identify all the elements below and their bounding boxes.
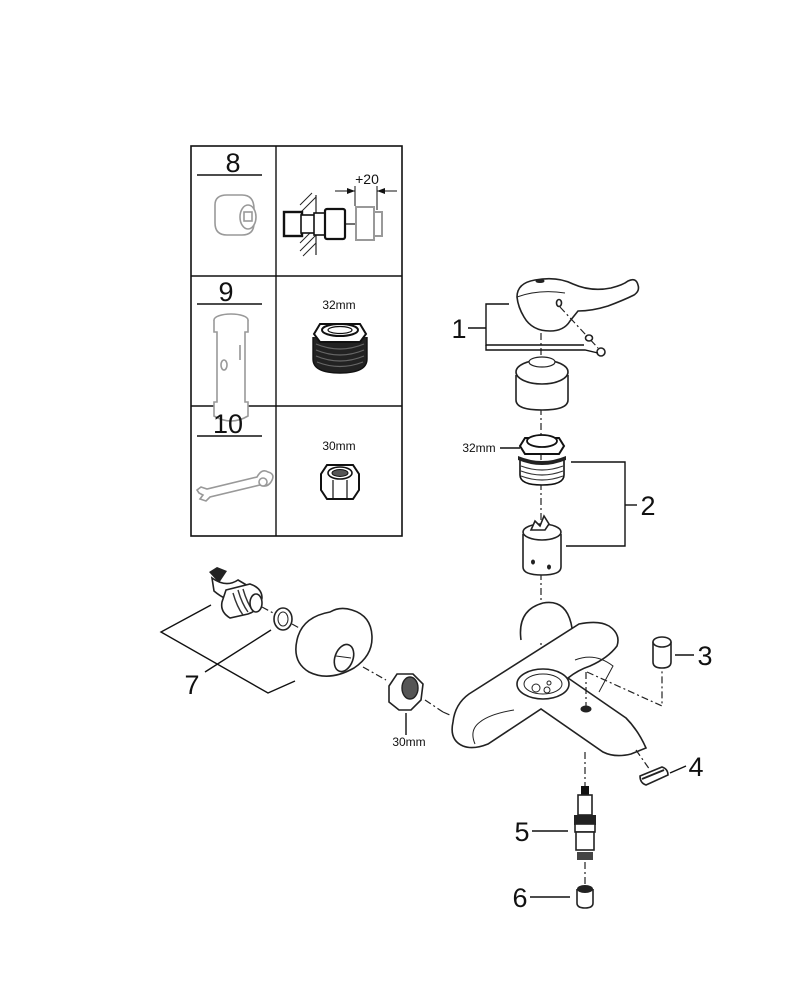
cartridge-icon bbox=[522, 514, 562, 576]
diverter-hole bbox=[580, 705, 592, 713]
callout-1-label: 1 bbox=[451, 314, 466, 344]
wrench-icon bbox=[195, 470, 274, 502]
table-row-9: 9 32mm bbox=[197, 277, 368, 422]
cover-sleeve-icon bbox=[515, 356, 569, 411]
set-screw-icon bbox=[596, 347, 606, 357]
accessory-table: 8 bbox=[190, 145, 403, 537]
union-nut-size-label: 30mm bbox=[392, 735, 425, 749]
lever-handle-icon bbox=[516, 277, 640, 332]
extension-piece-icon bbox=[214, 194, 257, 236]
callout-3-label: 3 bbox=[697, 641, 712, 671]
callout-2-bracket bbox=[566, 461, 626, 547]
aerator-axis bbox=[635, 749, 651, 771]
assembly-tool-sleeve-icon bbox=[213, 313, 249, 422]
cartridge-nut-icon bbox=[312, 323, 368, 374]
s-union-icon bbox=[209, 567, 263, 619]
part-number-9: 9 bbox=[218, 277, 233, 307]
callout-1-bracket bbox=[485, 303, 584, 346]
cartridge-nut-size-label: 32mm bbox=[322, 298, 355, 312]
rosette-icon bbox=[295, 607, 373, 677]
callout-7-label: 7 bbox=[184, 670, 199, 700]
extension-dimension-icon bbox=[282, 186, 397, 257]
table-row-8: 8 bbox=[197, 148, 397, 257]
callout-7-bracket bbox=[159, 604, 296, 694]
callout-5-label: 5 bbox=[514, 817, 529, 847]
callout-1-bracket bbox=[485, 345, 599, 354]
callout-4-leader bbox=[669, 765, 687, 774]
callout-2-label: 2 bbox=[640, 491, 655, 521]
cap-icon bbox=[652, 636, 672, 669]
cap-axis bbox=[586, 668, 663, 707]
diverter-valve-icon bbox=[574, 786, 596, 860]
callout-7-leader bbox=[204, 629, 272, 673]
aerator-icon bbox=[639, 766, 669, 786]
union-nut-icon bbox=[388, 673, 424, 711]
cartridge-nut-size-label: 32mm bbox=[462, 441, 495, 455]
faucet-body bbox=[442, 601, 648, 757]
set-screw-icon bbox=[584, 334, 594, 342]
valve-nut-icon bbox=[576, 885, 594, 909]
extension-dimension-label: +20 bbox=[355, 171, 379, 187]
callout-6-label: 6 bbox=[512, 883, 527, 913]
part-number-8: 8 bbox=[225, 148, 240, 178]
hex-nut-icon bbox=[320, 464, 360, 500]
s-union-assembly: 30mm 7 bbox=[159, 567, 444, 749]
cartridge-nut-icon bbox=[518, 434, 566, 486]
table-row-10: 10 30mm bbox=[195, 409, 360, 502]
handle-assembly: 1 32mm 2 bbox=[451, 277, 656, 690]
callout-4-label: 4 bbox=[688, 752, 703, 782]
hex-nut-size-label: 30mm bbox=[322, 439, 355, 453]
table-border bbox=[190, 145, 403, 537]
part-number-10: 10 bbox=[213, 409, 243, 439]
washer-icon bbox=[273, 607, 293, 631]
